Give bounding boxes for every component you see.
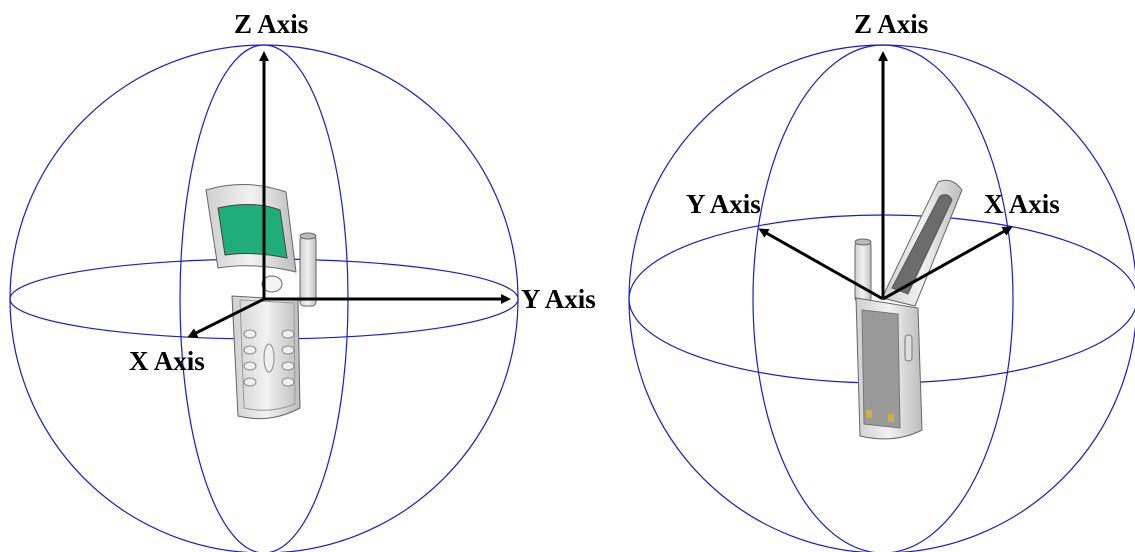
right-x-axis-label: X Axis bbox=[984, 189, 1060, 219]
right-y-axis-arrow bbox=[758, 228, 884, 301]
left-phone-screen bbox=[217, 204, 288, 259]
right-view: Z Axis Y Axis X Axis bbox=[628, 9, 1135, 552]
left-x-axis-arrow bbox=[187, 297, 265, 338]
right-x-axis-arrow bbox=[882, 226, 1013, 301]
left-z-axis-label: Z Axis bbox=[234, 9, 308, 39]
left-y-axis-label: Y Axis bbox=[521, 284, 596, 314]
left-phone-illustration bbox=[205, 184, 317, 420]
right-z-axis-label: Z Axis bbox=[854, 9, 928, 39]
left-view: Z Axis Y Axis X Axis bbox=[9, 9, 596, 552]
left-x-axis-label: X Axis bbox=[129, 346, 205, 376]
right-sphere-meridian bbox=[752, 44, 1014, 552]
right-phone-illustration bbox=[854, 179, 963, 440]
right-y-axis-label: Y Axis bbox=[686, 189, 761, 219]
